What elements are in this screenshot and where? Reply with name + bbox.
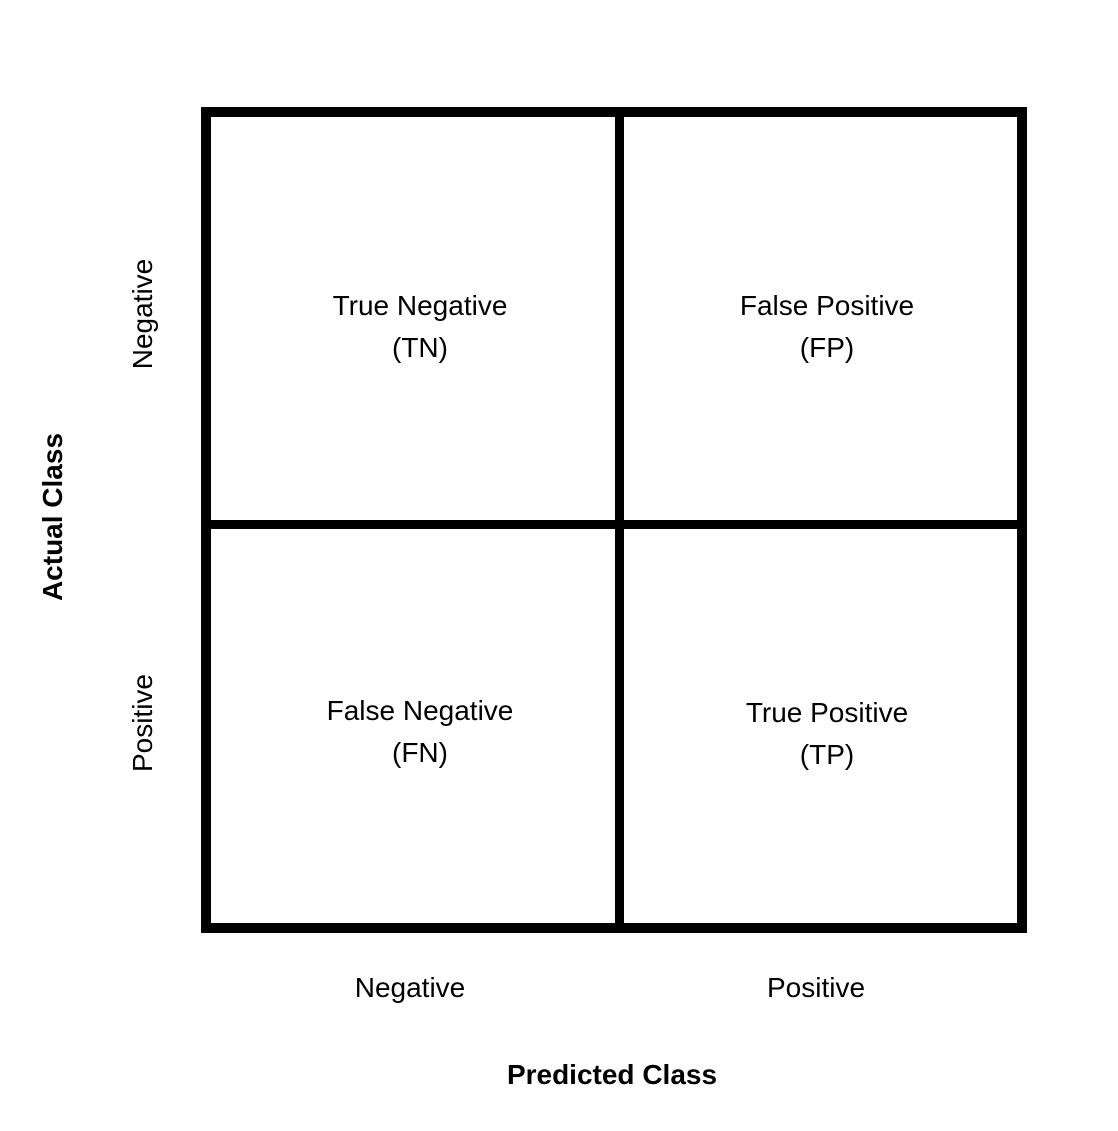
cell-abbreviation: (FP) xyxy=(799,332,855,363)
cell-abbreviation: (TN) xyxy=(392,332,448,363)
y-tick-negative: Negative xyxy=(127,258,158,370)
y-axis-label: Actual Class xyxy=(37,432,68,602)
x-axis-label: Predicted Class xyxy=(506,1059,718,1090)
cell-abbreviation: (FN) xyxy=(392,737,448,768)
cell-true-negative: True Negative (TN) xyxy=(217,285,623,369)
cell-label: False Negative xyxy=(326,695,514,726)
cell-label: True Positive xyxy=(745,697,909,728)
x-tick-negative: Negative xyxy=(354,972,466,1003)
cell-label: True Negative xyxy=(332,290,508,321)
cell-abbreviation: (TP) xyxy=(799,739,855,770)
cell-false-positive: False Positive (FP) xyxy=(624,285,1030,369)
horizontal-divider xyxy=(211,520,1017,529)
cell-label: False Positive xyxy=(739,290,915,321)
confusion-matrix-grid: True Negative (TN) False Positive (FP) F… xyxy=(201,107,1027,933)
cell-false-negative: False Negative (FN) xyxy=(217,690,623,774)
y-tick-positive: Positive xyxy=(127,673,158,773)
cell-true-positive: True Positive (TP) xyxy=(624,692,1030,776)
x-tick-positive: Positive xyxy=(766,972,866,1003)
